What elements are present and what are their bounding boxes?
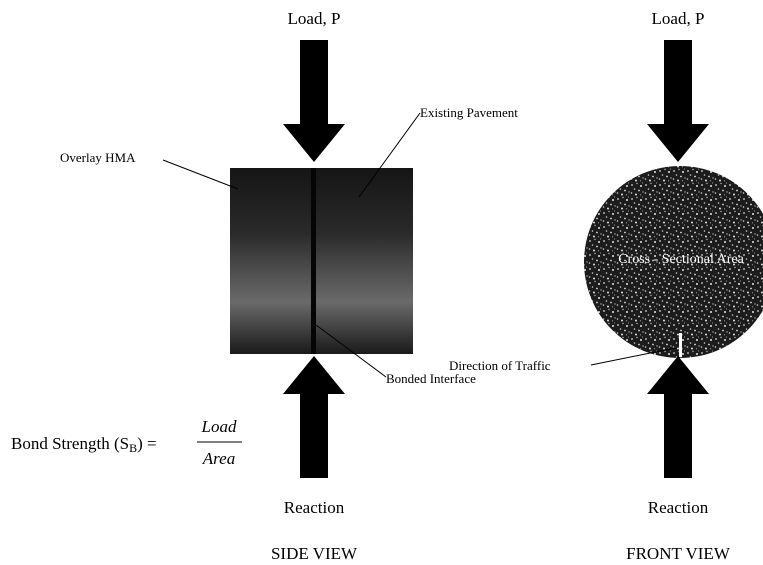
formula-denominator: Area [202,449,235,468]
front-load-label: Load, P [652,9,705,28]
side-reaction-label: Reaction [284,498,345,517]
front-view: Load, P Cross - Sectional Area Direction… [449,9,763,563]
side-load-label: Load, P [288,9,341,28]
bond-strength-formula: Bond Strength (SB) = Load Area [11,417,242,468]
side-load-arrow [283,40,345,162]
traffic-direction-notch [679,333,682,357]
front-load-arrow [647,40,709,162]
bonded-interface-line [311,168,316,354]
side-reaction-arrow [283,356,345,478]
side-view-title: SIDE VIEW [271,544,358,563]
bonded-interface-label: Bonded Interface [386,371,476,386]
front-specimen-cross-section [584,166,763,358]
side-specimen-cylinder [230,168,413,354]
overlay-hma-leader [162,159,239,190]
front-view-title: FRONT VIEW [626,544,731,563]
side-view: Load, P Reaction SIDE VIEW Overlay HMA E… [60,9,518,563]
formula-rhs-close: ) = [137,434,157,453]
cross-sectional-area-label: Cross - Sectional Area [618,252,744,267]
direction-of-traffic-label: Direction of Traffic [449,358,551,373]
formula-numerator: Load [201,417,237,436]
direction-of-traffic-leader [590,347,676,366]
front-reaction-label: Reaction [648,498,709,517]
existing-pavement-label: Existing Pavement [420,105,518,120]
formula-lhs: Bond Strength (SB) = [11,434,157,455]
front-reaction-arrow [647,356,709,478]
overlay-hma-label: Overlay HMA [60,150,136,165]
formula-subscript: B [129,441,137,455]
bonded-interface-leader [315,324,387,378]
existing-pavement-leader [358,112,421,198]
